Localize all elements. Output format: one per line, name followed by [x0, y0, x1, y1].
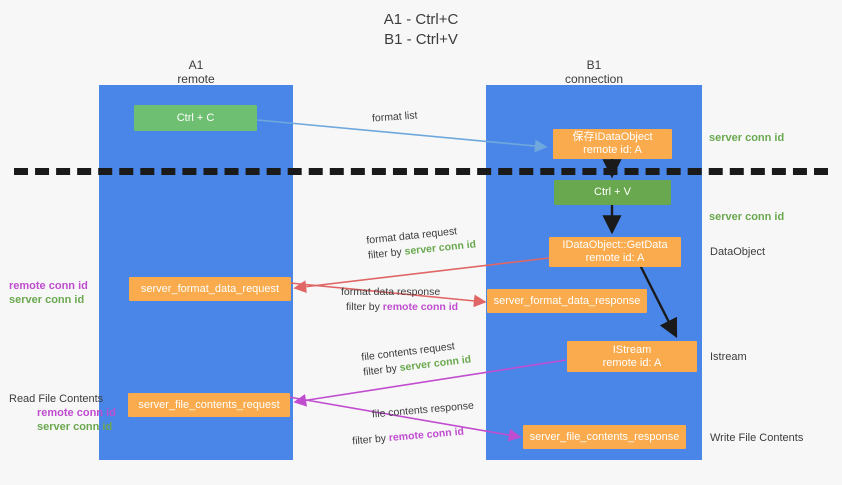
label-remote-conn-id-1: remote conn id [9, 280, 88, 292]
section-divider [14, 168, 828, 175]
node-server-format-data-request[interactable]: server_format_data_request [129, 277, 291, 301]
edge-label-format-data-response: format data response filter by remote co… [341, 285, 458, 315]
node-server-format-data-response[interactable]: server_format_data_response [487, 289, 647, 313]
lane-header-b1: B1 connection [486, 58, 702, 86]
node-getdata-line1: IDataObject::GetData [562, 239, 668, 251]
node-ctrl-v[interactable]: Ctrl + V [554, 180, 671, 205]
edge-fcres-line2: filter by remote conn id [351, 425, 465, 448]
lane-b1-name: B1 [586, 58, 602, 72]
node-server-file-contents-response[interactable]: server_file_contents_response [523, 425, 686, 449]
label-server-conn-id-top: server conn id [709, 132, 785, 144]
edge-label-format-list: format list [371, 109, 418, 125]
node-save-idataobject-line1: 保存IDataObject [572, 131, 653, 143]
edge-fdres-line2: filter by remote conn id [346, 301, 459, 313]
node-getdata-line2: remote id: A [585, 252, 645, 264]
label-server-conn-id-mid: server conn id [709, 211, 785, 223]
label-left-read-file-block: Read File Contents remote conn id server… [9, 392, 116, 434]
label-remote-conn-id-2: remote conn id [37, 407, 116, 419]
node-istream[interactable]: IStream remote id: A [567, 341, 697, 372]
edge-label-file-contents-request: file contents request filter by server c… [361, 337, 472, 380]
label-read-file-contents: Read File Contents [9, 393, 104, 405]
node-save-idataobject[interactable]: 保存IDataObject remote id: A [553, 129, 672, 159]
node-istream-line2: remote id: A [602, 356, 662, 369]
node-ctrl-c[interactable]: Ctrl + C [134, 105, 257, 131]
lane-b1-role: connection [564, 72, 624, 86]
edge-fcres-line1: file contents response [371, 399, 475, 421]
label-dataobject: DataObject [710, 246, 766, 258]
label-istream: Istream [710, 351, 747, 363]
title-line-1: A1 - Ctrl+C [383, 11, 459, 28]
lane-header-a1: A1 remote [99, 58, 293, 86]
diagram-title: A1 - Ctrl+C B1 - Ctrl+V [0, 10, 842, 50]
label-server-conn-id-1: server conn id [9, 294, 85, 306]
lane-a1-name: A1 [188, 58, 204, 72]
lane-a1-role: remote [177, 72, 215, 86]
label-write-file-contents: Write File Contents [710, 432, 804, 444]
title-line-2: B1 - Ctrl+V [384, 31, 458, 48]
edge-label-file-contents-response: file contents response filter by remote … [349, 399, 476, 450]
edge-label-format-data-request: format data request filter by server con… [366, 222, 477, 263]
node-istream-line1: IStream [612, 343, 652, 356]
label-left-conn-ids-1: remote conn id server conn id [9, 279, 88, 307]
label-server-conn-id-2: server conn id [37, 421, 113, 433]
edge-fdres-line1: format data response [341, 286, 441, 298]
node-idataobject-getdata[interactable]: IDataObject::GetData remote id: A [549, 237, 681, 267]
node-server-file-contents-request[interactable]: server_file_contents_request [128, 393, 290, 417]
node-save-idataobject-line2: remote id: A [583, 144, 642, 156]
